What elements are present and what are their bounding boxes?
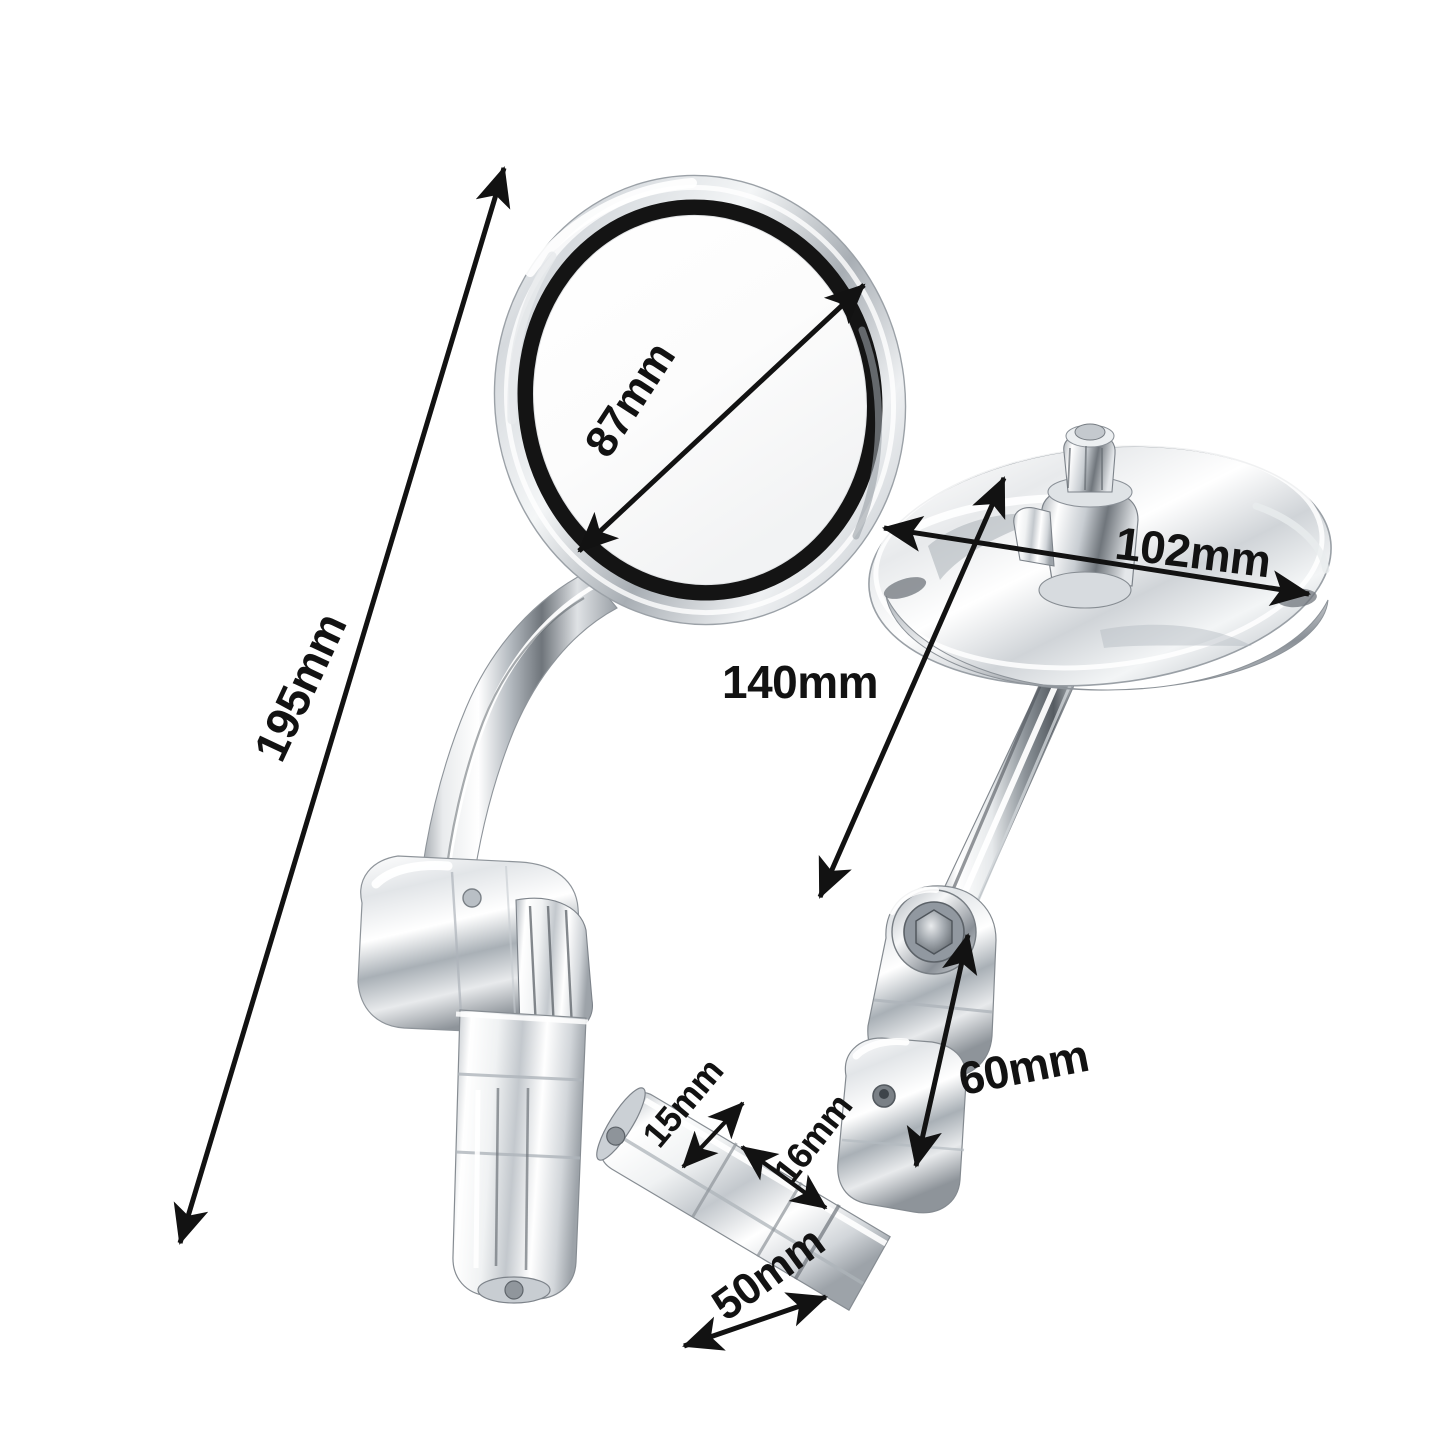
dimension-line-87mm [577, 283, 866, 553]
left-mirror-head [493, 174, 907, 626]
dimension-line-15mm [681, 1101, 745, 1169]
left-mirror-clamp [357, 855, 593, 1036]
left-bar-end-insert [452, 1009, 589, 1304]
dimension-line-195mm [173, 166, 511, 1245]
dimension-line-140mm [817, 476, 1007, 899]
dimension-line-60mm [906, 933, 978, 1168]
dimension-line-50mm [682, 1292, 828, 1351]
left-mirror-arm [418, 571, 618, 907]
dimension-line-16mm [740, 1145, 828, 1210]
right-mirror-clamp-block [837, 1037, 967, 1214]
dimension-label-140mm: 140mm [722, 656, 879, 708]
